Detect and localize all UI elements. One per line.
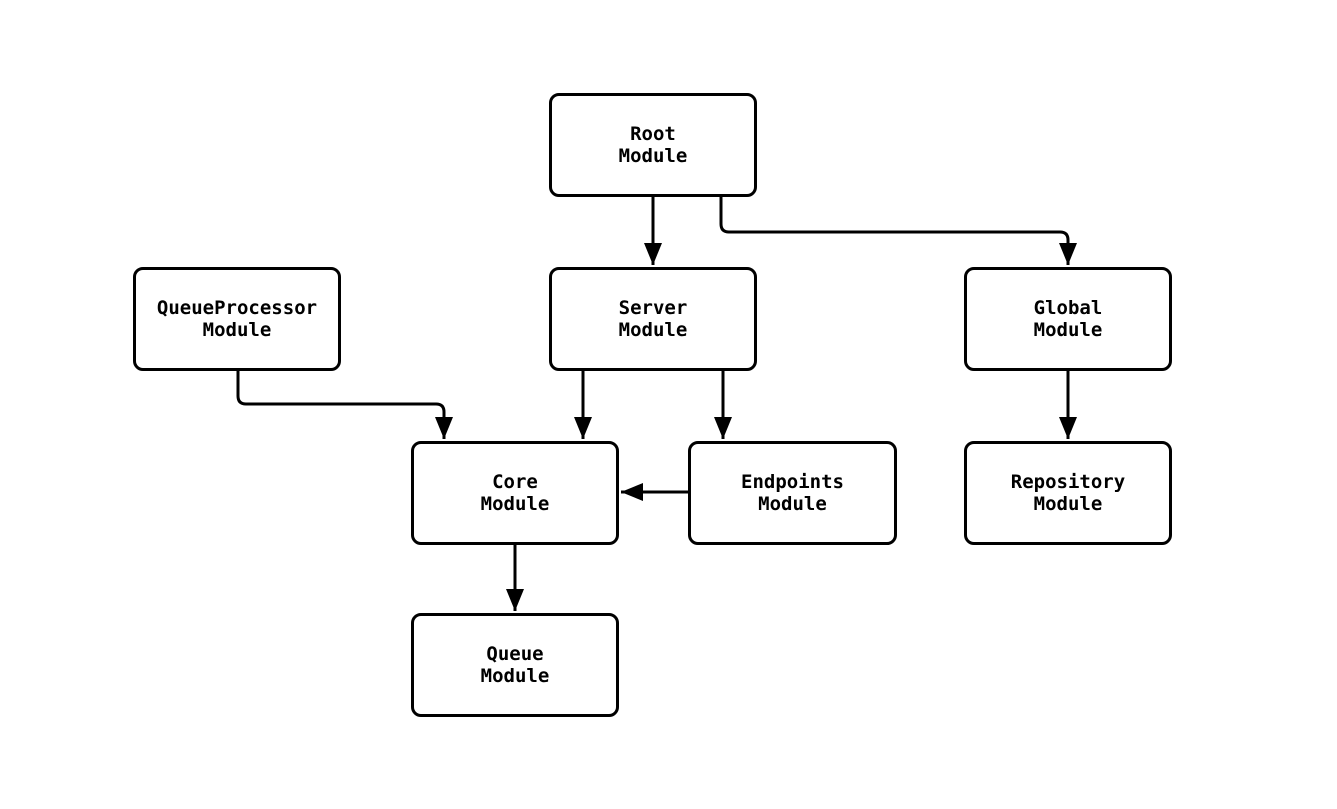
module-node-label: Server Module	[618, 297, 688, 341]
module-node-label: Endpoints Module	[741, 471, 844, 515]
module-node-label: Queue Module	[480, 643, 550, 687]
module-node-global: Global Module	[964, 267, 1172, 371]
module-node-label: Root Module	[618, 123, 688, 167]
module-node-server: Server Module	[549, 267, 757, 371]
module-node-queueprocessor: QueueProcessor Module	[133, 267, 341, 371]
module-node-label: Core Module	[480, 471, 550, 515]
module-node-repository: Repository Module	[964, 441, 1172, 545]
module-node-queue: Queue Module	[411, 613, 619, 717]
edge-queueprocessor-to-core	[236, 371, 453, 439]
module-node-endpoints: Endpoints Module	[688, 441, 897, 545]
module-node-core: Core Module	[411, 441, 619, 545]
module-node-label: QueueProcessor Module	[156, 297, 318, 341]
module-node-root: Root Module	[549, 93, 757, 197]
edge-root-to-global	[719, 197, 1077, 265]
module-node-label: Global Module	[1033, 297, 1103, 341]
module-node-label: Repository Module	[1010, 471, 1126, 515]
